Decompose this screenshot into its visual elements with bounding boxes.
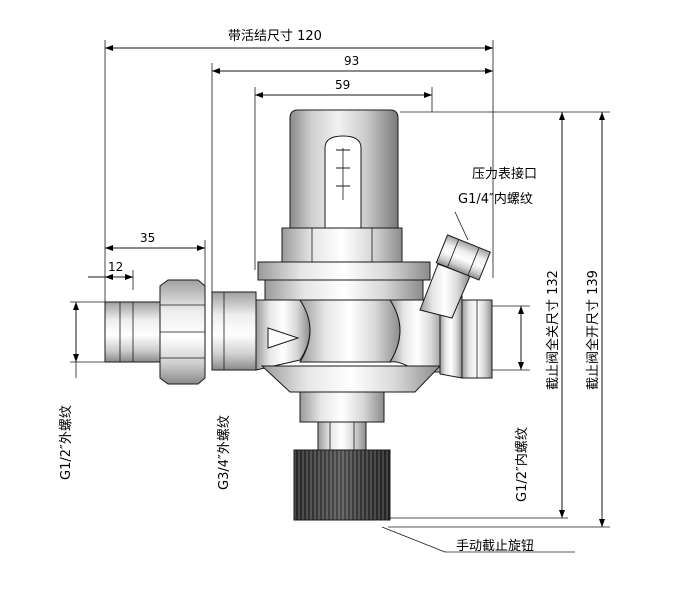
dim-93-label: 93	[344, 54, 359, 68]
labels: 带活结尺寸 120 93 59 35 12 压力表接口 G1/4″内螺纹 手动截…	[59, 29, 601, 554]
handwheel	[293, 449, 391, 521]
closed-height-label: 截止阀全关尺寸 132	[545, 270, 561, 390]
gauge-port	[419, 234, 491, 319]
valve-body	[255, 261, 446, 423]
dim-35-label: 35	[140, 231, 155, 245]
handwheel-label: 手动截止旋钮	[456, 539, 534, 554]
outlet-port	[439, 295, 493, 379]
dim-12-label: 12	[108, 260, 123, 274]
union-nut	[104, 279, 206, 385]
dim-59-label: 59	[335, 78, 350, 92]
bonnet	[281, 109, 403, 263]
outlet-thread-label: G1/2″内螺纹	[514, 427, 530, 502]
left-thread-label: G1/2″外螺纹	[59, 405, 74, 480]
gauge-port-label-line1: 压力表接口	[472, 166, 537, 182]
gauge-port-label-line2: G1/4″内螺纹	[458, 191, 533, 207]
open-height-label: 截止阀全开尺寸 139	[585, 270, 601, 390]
stem	[317, 421, 367, 451]
inlet-thread	[211, 291, 257, 371]
inlet-thread-label: G3/4″外螺纹	[217, 415, 232, 490]
dim-120-label: 带活结尺寸 120	[228, 29, 322, 44]
